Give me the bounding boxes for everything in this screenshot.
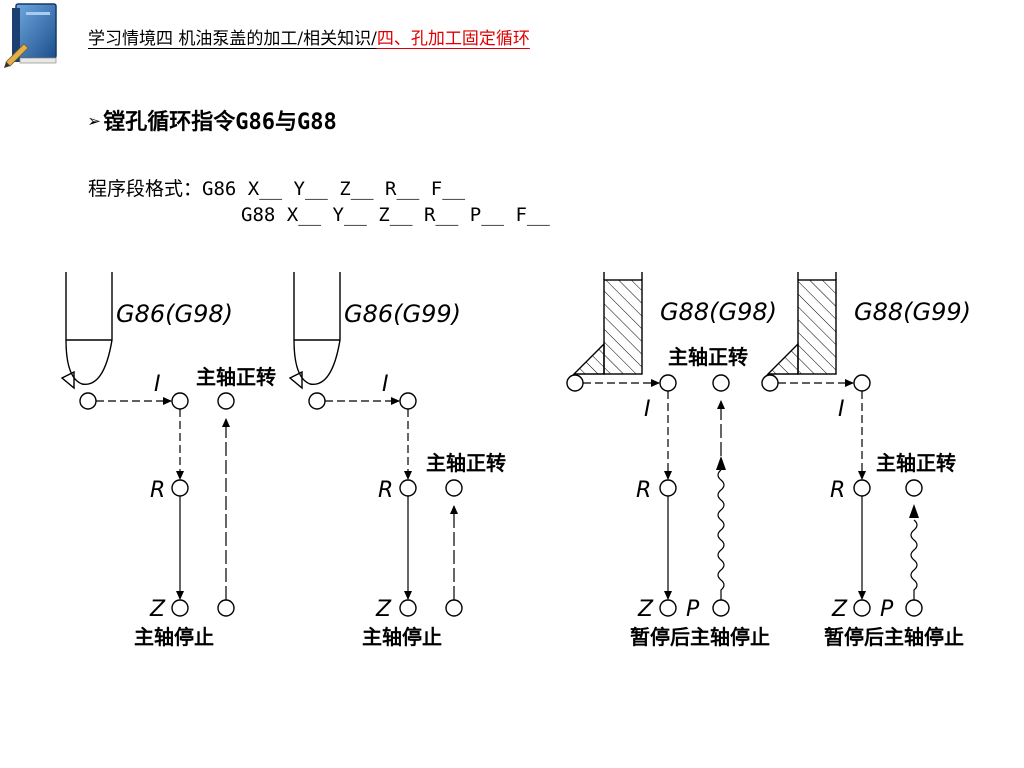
point-return bbox=[217, 392, 235, 410]
spindle-on-label: 主轴正转 bbox=[668, 345, 748, 369]
diagram-g88-g99: G88(G99) I R 主轴正转 Z P 暂停后主轴停止 bbox=[761, 272, 971, 649]
label-r: R bbox=[150, 478, 165, 503]
point-z bbox=[399, 599, 417, 617]
point-return bbox=[445, 479, 463, 497]
label-z: Z bbox=[637, 597, 654, 622]
label-z: Z bbox=[831, 597, 848, 622]
pencil-icon bbox=[4, 43, 29, 68]
point-r bbox=[659, 479, 677, 497]
diagram-g86-g99: G86(G99) I R 主轴正转 Z 主轴停止 bbox=[288, 272, 506, 649]
spindle-stop-label: 暂停后主轴停止 bbox=[630, 625, 770, 649]
point-z bbox=[171, 599, 189, 617]
boring-cycle-diagram: G86(G98) I 主轴正转 R Z 主轴停止 G86(G99) I R bbox=[60, 272, 971, 649]
bullet-arrow-icon: ➢ bbox=[88, 110, 102, 135]
manual-retract-path bbox=[910, 519, 918, 600]
initial-point-start bbox=[308, 392, 326, 410]
boring-tool bbox=[60, 272, 113, 390]
spindle-on-label: 主轴正转 bbox=[196, 365, 276, 389]
format-g86: G86 X__ Y__ Z__ R__ F__ bbox=[202, 178, 466, 200]
point-i bbox=[659, 374, 677, 392]
boring-bar bbox=[572, 272, 643, 375]
mode-label: G86(G98) bbox=[116, 300, 233, 328]
point-z bbox=[853, 599, 871, 617]
label-i: I bbox=[382, 372, 389, 397]
spindle-on-label: 主轴正转 bbox=[426, 451, 506, 475]
label-r: R bbox=[378, 478, 393, 503]
label-r: R bbox=[636, 478, 651, 503]
spindle-stop-label: 暂停后主轴停止 bbox=[824, 625, 964, 649]
point-return bbox=[712, 374, 730, 392]
point-p bbox=[905, 599, 923, 617]
spindle-stop-label: 主轴停止 bbox=[362, 625, 442, 649]
point-r bbox=[853, 479, 871, 497]
breadcrumb-current[interactable]: 四、孔加工固定循环 bbox=[376, 29, 530, 49]
point-r bbox=[171, 479, 189, 497]
point-bottom bbox=[445, 599, 463, 617]
point-i bbox=[399, 392, 417, 410]
label-r: R bbox=[830, 478, 845, 503]
spindle-stop-label: 主轴停止 bbox=[134, 625, 214, 649]
format-line-1: 程序段格式：G86 X__ Y__ Z__ R__ F__ bbox=[88, 174, 465, 201]
boring-tool bbox=[288, 272, 341, 390]
label-i: I bbox=[838, 397, 845, 422]
manual-retract-path bbox=[717, 469, 725, 600]
point-i bbox=[171, 392, 189, 410]
point-i bbox=[853, 374, 871, 392]
mode-label: G86(G99) bbox=[344, 300, 461, 328]
label-p: P bbox=[880, 597, 894, 622]
point-p bbox=[712, 599, 730, 617]
label-z: Z bbox=[375, 597, 392, 622]
boring-bar bbox=[766, 272, 837, 375]
breadcrumb-path[interactable]: 学习情境四 机油泵盖的加工/相关知识/ bbox=[88, 29, 377, 49]
label-p: P bbox=[686, 597, 700, 622]
point-bottom bbox=[217, 599, 235, 617]
page-title-text: 镗孔循环指令G86与G88 bbox=[103, 110, 337, 135]
spindle-on-label: 主轴正转 bbox=[876, 451, 956, 475]
diagram-g88-g98: G88(G98) I 主轴正转 R Z P 暂停后主轴停止 bbox=[566, 272, 777, 649]
initial-point-start bbox=[761, 374, 779, 392]
initial-point-start bbox=[79, 392, 97, 410]
format-line-2: G88 X__ Y__ Z__ R__ P__ F__ bbox=[241, 204, 550, 226]
point-r bbox=[399, 479, 417, 497]
page-title: ➢镗孔循环指令G86与G88 bbox=[88, 104, 337, 136]
label-i: I bbox=[154, 372, 161, 397]
diagram-g86-g98: G86(G98) I 主轴正转 R Z 主轴停止 bbox=[60, 272, 276, 649]
format-label: 程序段格式： bbox=[88, 178, 203, 200]
mode-label: G88(G99) bbox=[854, 298, 971, 326]
breadcrumb: 学习情境四 机油泵盖的加工/相关知识/四、孔加工固定循环 bbox=[88, 24, 530, 49]
point-z bbox=[659, 599, 677, 617]
mode-label: G88(G98) bbox=[660, 298, 777, 326]
label-z: Z bbox=[149, 597, 166, 622]
initial-point-start bbox=[566, 374, 584, 392]
book-icon bbox=[4, 3, 57, 68]
label-i: I bbox=[644, 397, 651, 422]
point-return bbox=[905, 479, 923, 497]
